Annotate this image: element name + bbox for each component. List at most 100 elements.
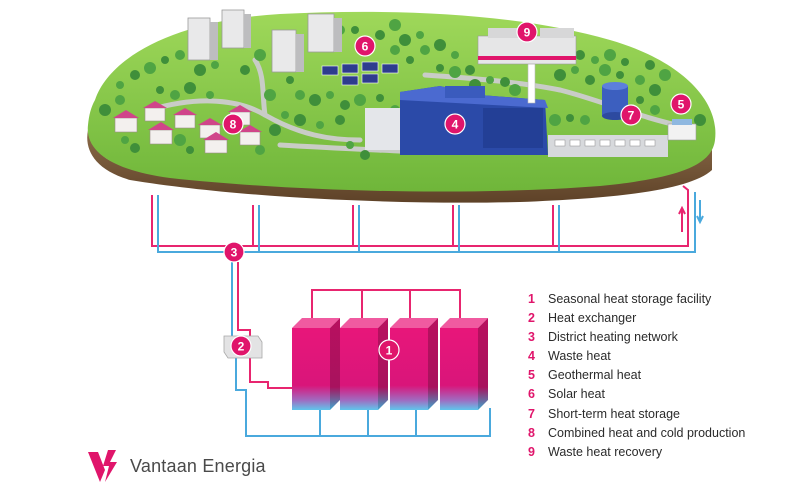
tree-icon	[616, 71, 624, 79]
tree-icon	[549, 114, 561, 126]
tree-icon	[575, 50, 585, 60]
waste-heat-plant	[365, 57, 548, 155]
tree-icon	[604, 49, 616, 61]
legend-item: 6 Solar heat	[528, 387, 788, 402]
tree-icon	[649, 84, 661, 96]
tree-icon	[161, 56, 169, 64]
hot-supply-to-exchanger	[237, 262, 461, 389]
tree-icon	[451, 51, 459, 59]
tree-icon	[206, 91, 214, 99]
legend-item: 1 Seasonal heat storage facility	[528, 292, 788, 307]
tree-icon	[509, 84, 521, 96]
marker-9: 9	[516, 21, 538, 43]
tree-icon	[375, 30, 385, 40]
legend: 1 Seasonal heat storage facility 2 Heat exc…	[528, 292, 788, 464]
legend-label: Combined heat and cold production	[548, 425, 746, 440]
tree-icon	[416, 31, 424, 39]
tree-icon	[99, 104, 111, 116]
legend-number: 7	[528, 406, 535, 421]
tree-icon	[174, 134, 186, 146]
marker-6: 6	[354, 35, 376, 57]
legend-label: Heat exchanger	[548, 311, 637, 326]
marker-5: 5	[670, 93, 692, 115]
tree-icon	[175, 50, 185, 60]
vantaan-energia-logo-icon	[88, 450, 117, 482]
tree-icon	[170, 90, 180, 100]
tree-icon	[645, 60, 655, 70]
storage-cavern-1	[292, 318, 340, 410]
legend-label: Solar heat	[548, 387, 605, 402]
tree-icon	[360, 150, 370, 160]
tree-icon	[254, 49, 266, 61]
svg-text:9: 9	[524, 26, 531, 40]
tree-icon	[390, 45, 400, 55]
svg-text:8: 8	[230, 118, 237, 132]
tree-icon	[144, 62, 156, 74]
marker-7: 7	[620, 104, 642, 126]
tree-icon	[420, 45, 430, 55]
tree-icon	[376, 94, 384, 102]
distribution-hot-line	[151, 185, 689, 247]
tree-icon	[406, 56, 414, 64]
tree-icon	[694, 114, 706, 126]
legend-label: Seasonal heat storage facility	[548, 292, 712, 306]
district-heating-pipes	[151, 185, 704, 253]
tree-icon	[121, 136, 129, 144]
storage-cavern-4	[440, 318, 488, 410]
marker-2: 2	[230, 335, 252, 357]
tree-icon	[650, 105, 660, 115]
svg-text:6: 6	[362, 40, 369, 54]
tree-icon	[585, 75, 595, 85]
tree-icon	[449, 66, 461, 78]
marker-3: 3	[223, 241, 245, 263]
storage-cavern-3	[390, 318, 438, 410]
tree-icon	[194, 64, 206, 76]
legend-item: 2 Heat exchanger	[528, 311, 788, 326]
tree-icon	[184, 82, 196, 94]
tree-icon	[326, 91, 334, 99]
brand-name: Vantaan Energia	[130, 455, 266, 476]
tree-icon	[659, 69, 671, 81]
tree-icon	[580, 115, 590, 125]
svg-text:2: 2	[238, 340, 245, 354]
tree-icon	[130, 70, 140, 80]
legend-number: 2	[528, 311, 535, 326]
tree-icon	[500, 77, 510, 87]
tree-icon	[294, 114, 306, 126]
tree-icon	[389, 19, 401, 31]
tree-icon	[354, 94, 366, 106]
tree-icon	[436, 64, 444, 72]
tree-icon	[264, 89, 276, 101]
legend-number: 8	[528, 425, 535, 440]
tree-icon	[636, 96, 644, 104]
tree-icon	[399, 34, 411, 46]
tree-icon	[346, 141, 354, 149]
tree-icon	[621, 58, 629, 66]
tree-icon	[240, 65, 250, 75]
tree-icon	[571, 66, 579, 74]
tree-icon	[115, 95, 125, 105]
tree-icon	[554, 69, 566, 81]
tree-icon	[566, 114, 574, 122]
svg-text:5: 5	[678, 98, 685, 112]
tree-icon	[281, 111, 289, 119]
legend-label: District heating network	[548, 330, 678, 345]
geothermal-building	[667, 119, 697, 141]
legend-label: Waste heat	[548, 349, 611, 364]
tree-icon	[116, 81, 124, 89]
tree-icon	[340, 100, 350, 110]
apartment-blocks	[187, 9, 342, 73]
legend-number: 6	[528, 387, 535, 402]
legend-number: 9	[528, 444, 535, 459]
tree-icon	[186, 146, 194, 154]
tree-icon	[591, 56, 599, 64]
legend-number: 1	[528, 292, 535, 306]
solar-panels	[321, 61, 399, 86]
legend-label: Geothermal heat	[548, 368, 642, 383]
tree-icon	[335, 115, 345, 125]
